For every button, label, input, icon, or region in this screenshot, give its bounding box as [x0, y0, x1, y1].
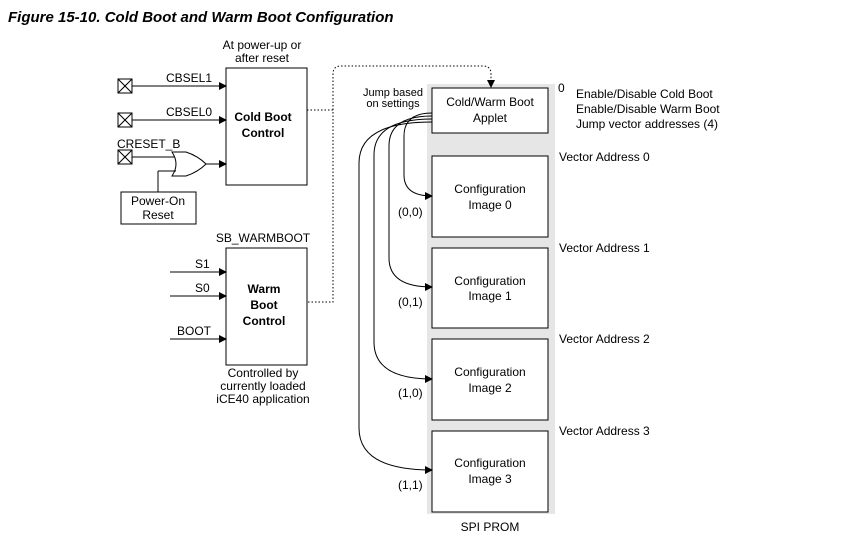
figure-title: Figure 15-10. Cold Boot and Warm Boot Co…	[8, 9, 394, 26]
jump-arc-image-0	[403, 112, 433, 200]
power-on-reset-block	[120, 191, 197, 225]
cold-boot-label-line1: Cold Boot	[234, 110, 291, 124]
image-2-label-line1: Configuration	[454, 365, 525, 379]
image-2-label-line2: Image 2	[468, 381, 512, 395]
applet-note-1: Enable/Disable Cold Boot	[576, 87, 713, 101]
dotted-arrow-head	[487, 80, 495, 88]
jump-note-line1: Jump based	[363, 87, 423, 99]
image-3-label-line2: Image 3	[468, 472, 512, 486]
image-0-label-line2: Image 0	[468, 198, 512, 212]
image-3-label-line1: Configuration	[454, 456, 525, 470]
configuration-image-0-block	[431, 155, 549, 238]
boot-label: BOOT	[177, 324, 212, 338]
applet-note-2: Enable/Disable Warm Boot	[576, 102, 720, 116]
spi-prom-label: SPI PROM	[461, 520, 520, 534]
cold-boot-control-block	[225, 67, 308, 186]
vector-address-1: Vector Address 1	[559, 241, 650, 255]
control-merge-dotted	[307, 109, 334, 303]
or-gate-icon	[171, 151, 207, 177]
por-label-line2: Reset	[142, 208, 174, 222]
cold-boot-note-line1: At power-up or	[223, 38, 302, 52]
configuration-image-1-block	[431, 247, 549, 329]
applet-address: 0	[558, 81, 565, 95]
creset-b-label: CRESET_B	[117, 137, 180, 151]
por-label-line1: Power-On	[131, 194, 185, 208]
applet-note-3: Jump vector addresses (4)	[576, 117, 718, 131]
configuration-image-3-block	[431, 430, 549, 513]
image-1-label-line2: Image 1	[468, 289, 512, 303]
cold-boot-label-line2: Control	[242, 126, 285, 140]
configuration-image-2-block	[431, 338, 549, 421]
image-0-label-line1: Configuration	[454, 182, 525, 196]
warm-boot-label-line3: Control	[243, 314, 286, 328]
s1-label: S1	[195, 257, 210, 271]
warm-boot-control-block	[225, 247, 308, 366]
warm-boot-label-line1: Warm	[248, 282, 281, 296]
image-2-select-code: (1,0)	[398, 386, 423, 400]
jump-arc-image-1	[388, 115, 433, 291]
s0-label: S0	[195, 281, 210, 295]
control-to-applet-dotted	[332, 65, 492, 110]
vector-address-3: Vector Address 3	[559, 424, 650, 438]
image-1-select-code: (0,1)	[398, 295, 423, 309]
applet-label-line2: Applet	[473, 111, 508, 125]
applet-label-line1: Cold/Warm Boot	[446, 95, 534, 109]
vector-address-0: Vector Address 0	[559, 150, 650, 164]
warm-boot-note-line2: currently loaded	[220, 379, 305, 393]
warm-boot-note-line1: Controlled by	[228, 366, 299, 380]
vector-address-2: Vector Address 2	[559, 332, 650, 346]
cbsel0-label: CBSEL0	[166, 105, 212, 119]
warm-boot-note-line3: iCE40 application	[216, 392, 309, 406]
cbsel1-pin-icon	[117, 78, 133, 94]
warm-boot-header: SB_WARMBOOT	[216, 231, 311, 245]
image-3-select-code: (1,1)	[398, 478, 423, 492]
jump-arc-image-3	[358, 121, 433, 474]
warm-boot-label-line2: Boot	[250, 298, 277, 312]
jump-note-line2: on settings	[366, 98, 420, 110]
cbsel1-label: CBSEL1	[166, 71, 212, 85]
jump-arc-image-2	[373, 118, 433, 383]
cold-boot-note-line2: after reset	[235, 51, 290, 65]
image-0-select-code: (0,0)	[398, 205, 423, 219]
creset-b-pin-icon	[117, 149, 133, 165]
cold-warm-boot-applet-block	[431, 87, 549, 134]
image-1-label-line1: Configuration	[454, 274, 525, 288]
cbsel0-pin-icon	[117, 112, 133, 128]
